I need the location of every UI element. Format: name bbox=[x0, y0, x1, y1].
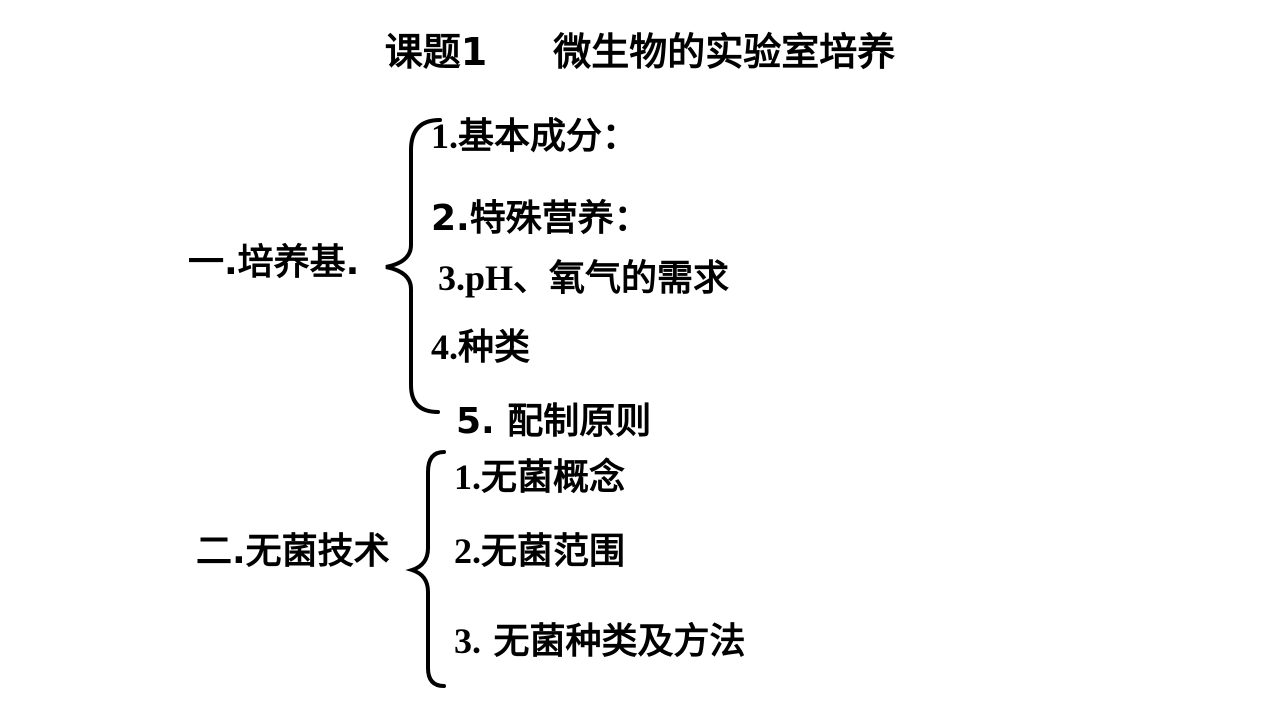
outline-item-types: 4.种类 bbox=[431, 327, 531, 368]
section-heading-culture-medium: 一.培养基. bbox=[188, 242, 360, 283]
outline-item-aseptic-scope: 2.无菌范围 bbox=[454, 531, 626, 572]
outline-item-basic-components: 1.基本成分： bbox=[431, 116, 639, 157]
outline-item-aseptic-types-methods: 3. 无菌种类及方法 bbox=[454, 621, 746, 662]
section-heading-aseptic-technique: 二.无菌技术 bbox=[196, 531, 390, 572]
slide-title: 课题1 微生物的实验室培养 bbox=[384, 30, 896, 74]
outline-item-special-nutrients: 2.特殊营养： bbox=[431, 198, 650, 239]
outline-item-ph-oxygen: 3.pH、氧气的需求 bbox=[438, 258, 730, 299]
outline-item-preparation-principles: 5. 配制原则 bbox=[456, 401, 652, 442]
outline-item-aseptic-concept: 1.无菌概念 bbox=[454, 457, 626, 498]
